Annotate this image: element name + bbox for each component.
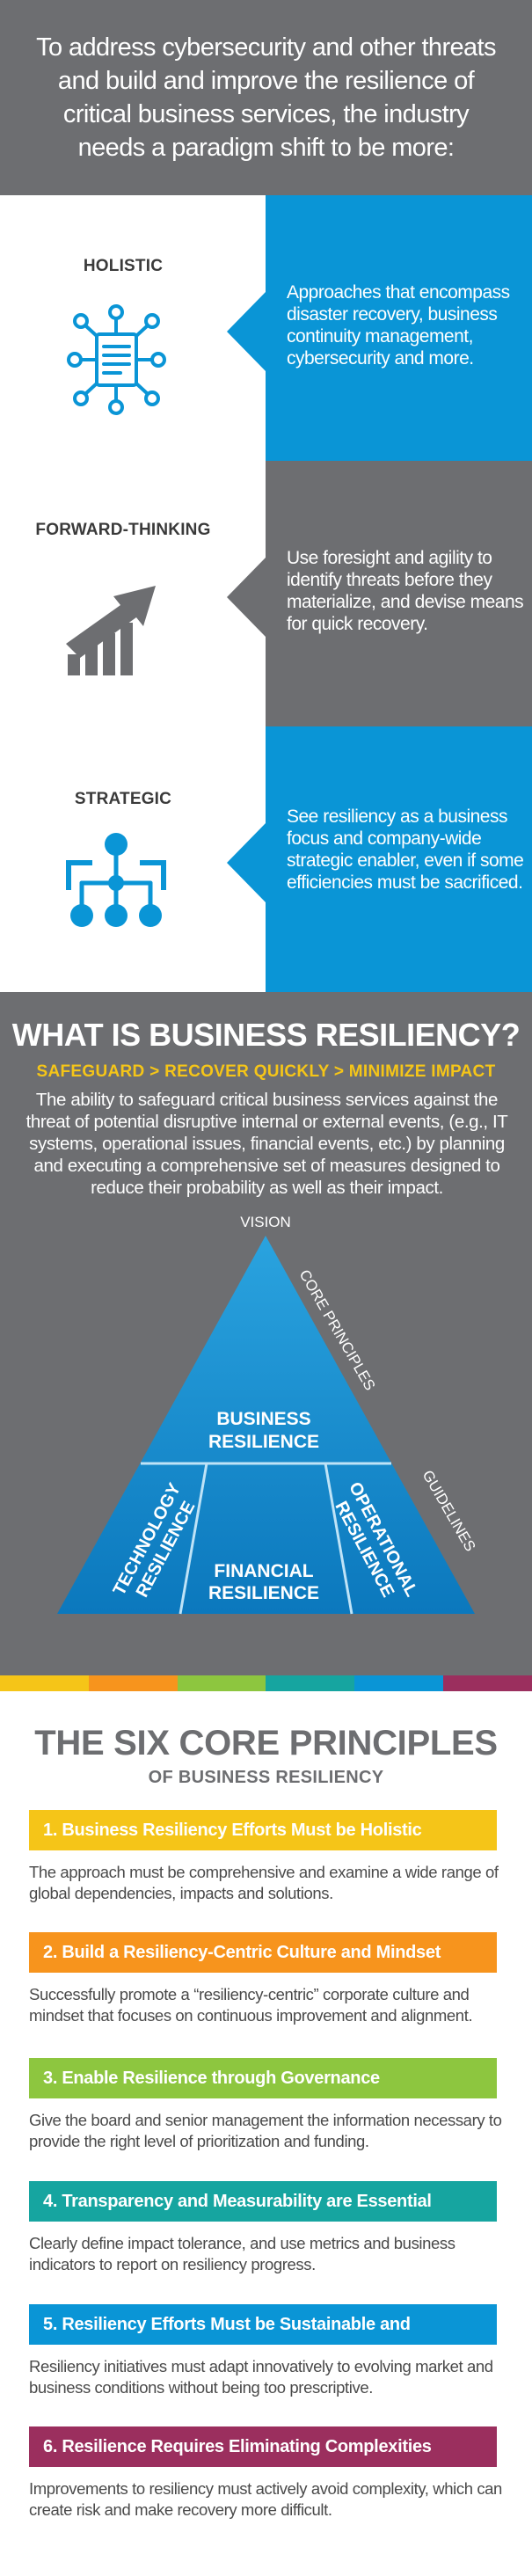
paradigm-description-panel <box>266 461 532 726</box>
principle-description: Give the board and senior management the… <box>29 2111 502 2150</box>
principle-description: Resiliency initiatives must adapt innova… <box>29 2357 493 2397</box>
color-stripe-segment <box>443 1675 532 1691</box>
definition-section: WHAT IS BUSINESS RESILIENCY? SAFEGUARD >… <box>0 992 532 1675</box>
business-resilience-label: RESILIENCE <box>208 1432 319 1452</box>
business-resilience-label: BUSINESS <box>216 1409 310 1429</box>
principle-title-bar: 4. Transparency and Measurability are Es… <box>29 2181 497 2222</box>
principle-description: The approach must be comprehensive and e… <box>29 1863 499 1902</box>
growth-arrow-icon <box>66 586 156 675</box>
principle-description: Improvements to resiliency must actively… <box>29 2479 502 2519</box>
paradigm-left-panel <box>0 195 266 461</box>
definition-title: WHAT IS BUSINESS RESILIENCY? <box>11 1017 521 1053</box>
pyramid-divider <box>179 1463 208 1615</box>
intro-text: To address cybersecurity and other threa… <box>36 33 496 162</box>
paradigm-description: See resiliency as a business focus and c… <box>287 806 524 893</box>
principle-description: Successfully promote a “resiliency-centr… <box>29 1985 473 2025</box>
color-stripe <box>0 1675 532 1691</box>
principle-title-bar: 5. Resiliency Efforts Must be Sustainabl… <box>29 2304 497 2375</box>
paradigm-left-panel <box>0 726 266 992</box>
color-stripe-segment <box>88 1675 178 1691</box>
paradigm-label: HOLISTIC <box>83 257 164 275</box>
paradigm-label: STRATEGIC <box>74 790 172 808</box>
paradigm-label: FORWARD-THINKING <box>35 521 211 539</box>
org-chart-icon <box>66 833 166 927</box>
paradigm-row-forward-thinking: FORWARD-THINKING Use foresight and agili… <box>0 461 532 726</box>
paradigm-row-strategic: STRATEGIC See resiliency as a business f… <box>0 726 532 992</box>
principle-title-bar: 1. Business Resiliency Efforts Must be H… <box>29 1810 497 1850</box>
principle-description: Clearly define impact tolerance, and use… <box>29 2234 455 2273</box>
color-stripe-segment <box>0 1675 89 1691</box>
document-network-icon <box>67 304 166 415</box>
paradigm-description: Use foresight and agility to identify th… <box>287 548 524 634</box>
pyramid-vision-label: VISION <box>240 1214 291 1230</box>
color-stripe-segment <box>177 1675 266 1691</box>
principle-title-bar: 3. Enable Resilience through Governance <box>29 2058 497 2098</box>
color-stripe-segment <box>354 1675 444 1691</box>
pyramid-shape <box>57 1236 475 1614</box>
panel-pointer <box>227 292 266 371</box>
intro-banner: To address cybersecurity and other threa… <box>0 0 532 195</box>
paradigm-description-panel <box>266 195 532 461</box>
panel-pointer <box>227 558 266 637</box>
paradigm-description: Approaches that encompass disaster recov… <box>287 282 510 369</box>
color-stripe-segment <box>266 1675 355 1691</box>
definition-text: The ability to safeguard critical busine… <box>26 1090 508 1198</box>
principles-subtitle: OF BUSINESS RESILIENCY <box>148 1768 384 1787</box>
paradigm-row-holistic: HOLISTIC Approaches that encompass disas… <box>0 195 532 461</box>
panel-pointer <box>227 823 266 902</box>
definition-tagline: SAFEGUARD > RECOVER QUICKLY > MINIMIZE I… <box>36 1062 496 1081</box>
principle-title-bar: 6. Resilience Requires Eliminating Compl… <box>29 2426 497 2467</box>
principles-title: THE SIX CORE PRINCIPLES <box>34 1724 498 1762</box>
resilience-pyramid: VISION CORE PRINCIPLES GUIDELINES BUSINE… <box>57 1214 478 1615</box>
financial-resilience-label: FINANCIAL <box>214 1561 313 1581</box>
financial-resilience-label: RESILIENCE <box>208 1583 319 1603</box>
principle-title-bar: 2. Build a Resiliency-Centric Culture an… <box>29 1932 497 1973</box>
pyramid-divider <box>324 1463 353 1615</box>
paradigm-description-panel <box>266 726 532 992</box>
